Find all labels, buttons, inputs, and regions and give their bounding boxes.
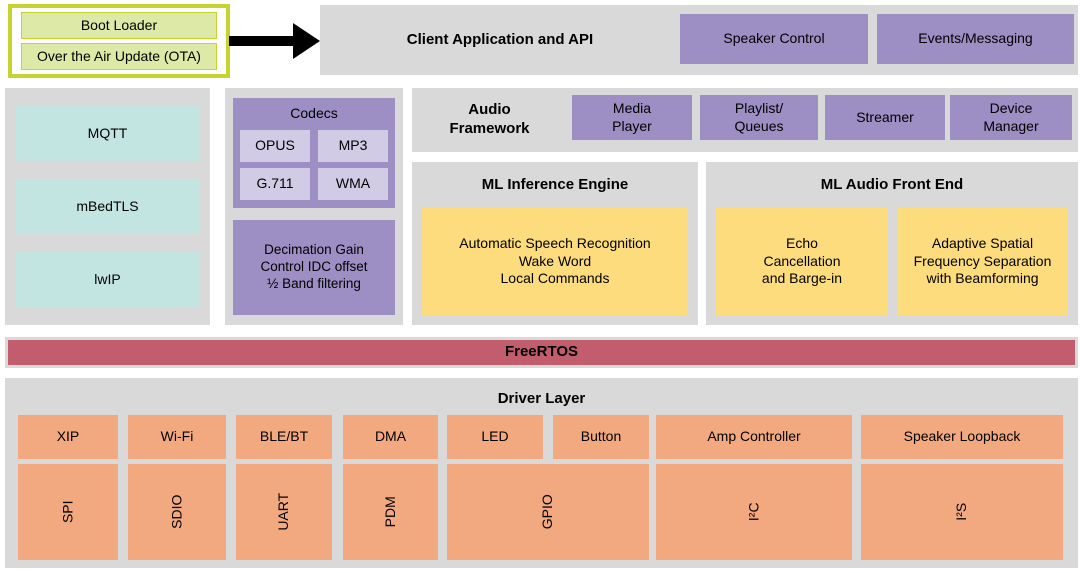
codec-opus-box: OPUS xyxy=(240,130,310,162)
ml-audio-front-end-title: ML Audio Front End xyxy=(820,176,964,193)
freertos-bar: FreeRTOS xyxy=(8,340,1075,365)
codec-g711-box: G.711 xyxy=(240,168,310,200)
ml-inference-title: ML Inference Engine xyxy=(481,176,629,193)
spi-label: SPI xyxy=(59,500,76,524)
ml-audio-front-end-block: ML Audio Front End Echo Cancellation and… xyxy=(706,162,1078,325)
boot-loader-box: Boot Loader xyxy=(21,12,217,39)
spi-box: SPI xyxy=(18,464,118,560)
dma-box: DMA xyxy=(343,415,438,459)
pdm-label: PDM xyxy=(381,496,398,528)
arrow-head xyxy=(293,23,320,59)
sdio-label: SDIO xyxy=(168,494,185,530)
xip-box: XIP xyxy=(18,415,118,459)
asr-wakeword-box: Automatic Speech Recognition Wake Word L… xyxy=(422,208,688,315)
decimation-box: Decimation Gain Control IDC offset ½ Ban… xyxy=(233,220,395,315)
codecs-block: Codecs OPUS MP3 G.711 WMA Decimation Gai… xyxy=(225,88,403,325)
gpio-label: GPIO xyxy=(539,494,556,530)
arrow-shaft xyxy=(229,36,293,46)
events-messaging-box: Events/Messaging xyxy=(877,14,1074,64)
uart-box: UART xyxy=(236,464,332,560)
playlist-queues-box: Playlist/ Queues xyxy=(700,95,818,140)
ml-inference-engine-block: ML Inference Engine Automatic Speech Rec… xyxy=(412,162,698,325)
mbedtls-box: mBedTLS xyxy=(15,179,200,234)
driver-layer-block: Driver Layer XIP Wi-Fi BLE/BT DMA LED Bu… xyxy=(5,378,1078,568)
audio-framework-block: Audio Framework Media Player Playlist/ Q… xyxy=(412,88,1078,152)
client-application-api-block: Client Application and API Speaker Contr… xyxy=(320,5,1078,75)
beamforming-box: Adaptive Spatial Frequency Separation wi… xyxy=(897,208,1068,315)
freertos-block: FreeRTOS xyxy=(5,337,1078,368)
codec-wma-box: WMA xyxy=(318,168,388,200)
lwip-box: lwIP xyxy=(15,252,200,307)
led-box: LED xyxy=(447,415,543,459)
i2s-label: I²S xyxy=(953,503,970,521)
ota-update-box: Over the Air Update (OTA) xyxy=(21,43,217,70)
sdio-box: SDIO xyxy=(128,464,226,560)
speaker-loopback-box: Speaker Loopback xyxy=(861,415,1063,459)
codec-mp3-box: MP3 xyxy=(318,130,388,162)
client-api-title: Client Application and API xyxy=(406,30,594,48)
i2c-label: I²C xyxy=(745,502,762,522)
flow-arrow-icon xyxy=(229,23,320,59)
boot-ota-group: Boot Loader Over the Air Update (OTA) xyxy=(8,4,230,78)
mqtt-box: MQTT xyxy=(15,106,200,161)
codecs-box: Codecs OPUS MP3 G.711 WMA xyxy=(233,98,395,208)
device-manager-box: Device Manager xyxy=(950,95,1072,140)
i2c-box: I²C xyxy=(656,464,852,560)
connectivity-stack: MQTT mBedTLS lwIP xyxy=(5,88,210,325)
audio-framework-title: Audio Framework xyxy=(449,101,530,137)
media-player-box: Media Player xyxy=(572,95,692,140)
amp-controller-box: Amp Controller xyxy=(656,415,852,459)
wifi-box: Wi-Fi xyxy=(128,415,226,459)
i2s-box: I²S xyxy=(861,464,1063,560)
echo-cancellation-box: Echo Cancellation and Barge-in xyxy=(716,208,888,315)
codecs-title: Codecs xyxy=(290,105,338,121)
pdm-box: PDM xyxy=(343,464,438,560)
button-box: Button xyxy=(553,415,649,459)
driver-layer-title: Driver Layer xyxy=(497,390,586,407)
speaker-control-box: Speaker Control xyxy=(680,14,868,64)
ble-bt-box: BLE/BT xyxy=(236,415,332,459)
uart-label: UART xyxy=(275,493,292,531)
gpio-box: GPIO xyxy=(447,464,649,560)
streamer-box: Streamer xyxy=(825,95,945,140)
